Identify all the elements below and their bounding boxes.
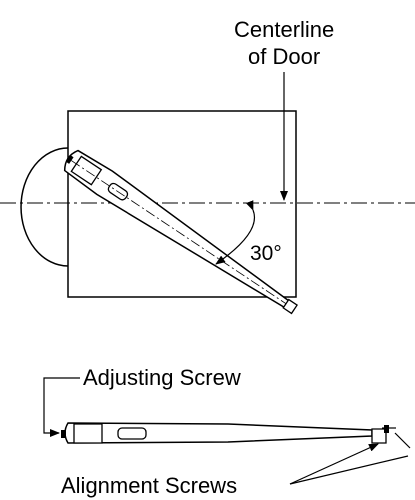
alignment-screw-leader-1 xyxy=(290,444,379,484)
tilted-tool-tip xyxy=(283,300,297,314)
tilted-alignment-tool xyxy=(60,147,302,321)
centerline-label-line2: of Door xyxy=(248,44,321,69)
door-outline xyxy=(68,111,296,297)
alignment-screw-leader-3 xyxy=(395,433,410,448)
door-swing-arc xyxy=(21,148,68,266)
tilted-tool-axis xyxy=(71,161,286,304)
alignment-screw-head xyxy=(384,425,389,433)
angle-arc xyxy=(215,200,254,265)
straight-tool-body xyxy=(65,423,372,443)
adjusting-screw-knob xyxy=(61,430,66,438)
adjusting-screw-label: Adjusting Screw xyxy=(83,365,241,390)
adjusting-screw-leader xyxy=(44,378,80,437)
straight-tool-slot xyxy=(118,428,146,439)
alignment-screw-leader-2 xyxy=(290,456,408,484)
straight-tool-window xyxy=(74,424,102,443)
straight-tool-tip xyxy=(372,429,386,443)
centerline-label-line1: Centerline xyxy=(234,17,335,42)
alignment-screws-label: Alignment Screws xyxy=(61,473,238,498)
straight-alignment-tool xyxy=(61,423,396,443)
angle-label: 30° xyxy=(250,242,282,265)
tilted-tool-knob xyxy=(65,155,74,164)
